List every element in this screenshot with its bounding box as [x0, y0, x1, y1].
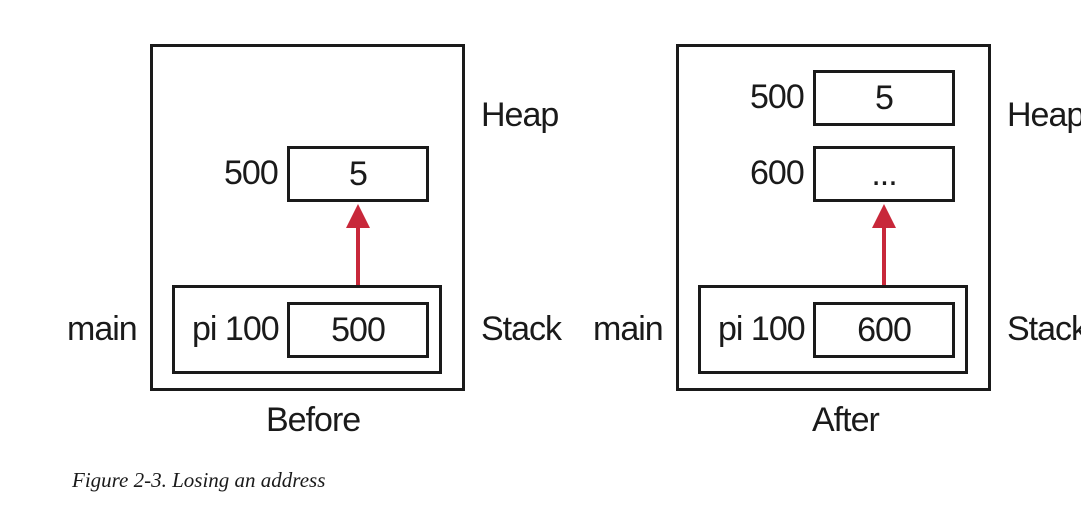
- after-heap-address-2: 600: [750, 154, 805, 192]
- before-heap-address: 500: [224, 154, 279, 192]
- before-title: Before: [266, 401, 361, 439]
- after-heap-cell-1: 5: [813, 70, 955, 126]
- after-heap-cell-2: ...: [813, 146, 955, 202]
- after-stack-label: Stack: [1007, 310, 1081, 348]
- after-frame-label: main: [593, 310, 664, 348]
- after-title: After: [812, 401, 880, 439]
- after-stack-cell: 600: [813, 302, 955, 358]
- before-stack-cell: 500: [287, 302, 429, 358]
- before-stack-var-label: pi 100: [192, 310, 280, 348]
- after-heap-label: Heap: [1007, 96, 1081, 134]
- after-stack-var-label: pi 100: [718, 310, 806, 348]
- before-arrow-head: [346, 204, 370, 228]
- after-arrow-head: [872, 204, 896, 228]
- before-heap-cell: 5: [287, 146, 429, 202]
- before-heap-label: Heap: [481, 96, 559, 134]
- after-heap-address-1: 500: [750, 78, 805, 116]
- before-frame-label: main: [67, 310, 138, 348]
- before-stack-label: Stack: [481, 310, 562, 348]
- figure-caption: Figure 2-3. Losing an address: [72, 468, 326, 492]
